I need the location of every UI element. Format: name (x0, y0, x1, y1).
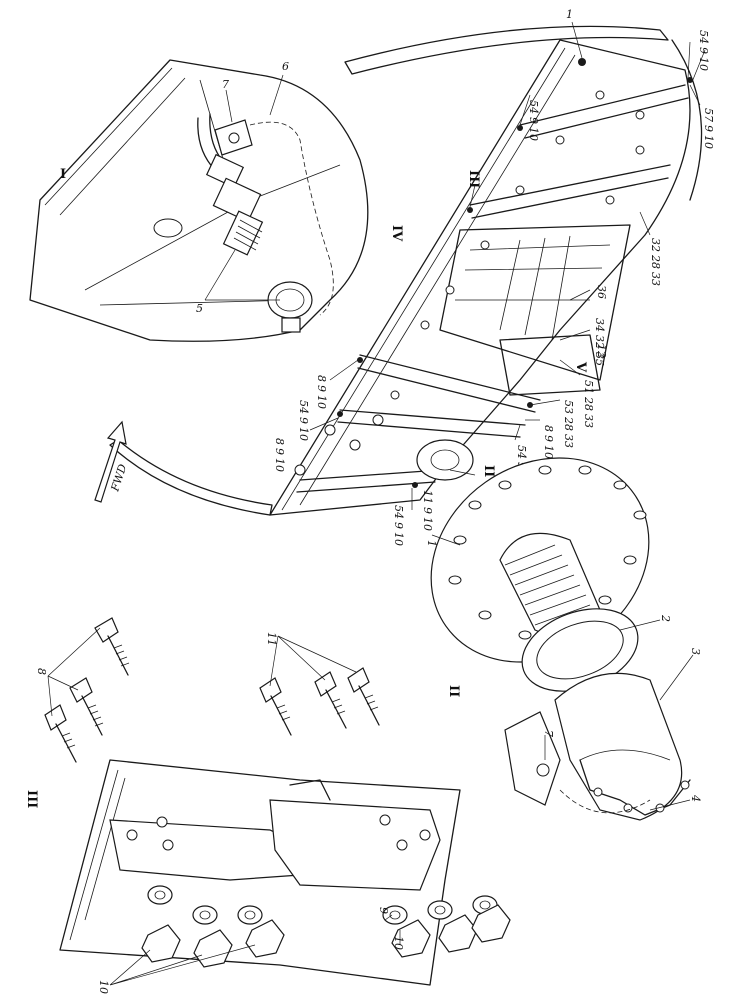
view-i-detail (29, 59, 369, 342)
callout-11: 11 (265, 632, 278, 646)
callout-1-top: 1 (566, 8, 573, 21)
panel-holes (294, 90, 645, 476)
view-label-iv-ref: IV (389, 225, 404, 242)
stack-54-9-10-upper: 54910 (527, 100, 540, 141)
callout-12: 12 (595, 344, 608, 358)
view-label-ii: II (446, 685, 461, 697)
stack-32-28-33: 322833 (649, 238, 662, 286)
stack-53-28-33: 532833 (562, 400, 575, 448)
stack-8-9-10-middle: 8910 (273, 438, 286, 472)
callout-36: 36 (595, 285, 608, 299)
bolts-8 (44, 617, 130, 763)
callout-7-view-ii: 7 (542, 730, 555, 737)
callout-6: 6 (282, 60, 289, 73)
stack-54-9-10-middle: 54910 (297, 400, 310, 441)
bolts-11 (259, 667, 380, 736)
stack-54-9-10-lower: 54910 (392, 505, 405, 546)
callout-9-view-iii: 9 (377, 907, 390, 914)
stack-57-9-10: 57910 (702, 108, 715, 149)
view-ii-hub-exploded (430, 457, 694, 821)
callout-3: 3 (689, 648, 702, 655)
callout-10-view-iii-right: 10 (392, 936, 405, 950)
stack-51-28-33: 512833 (582, 380, 595, 428)
main-frame-assembly (109, 21, 706, 516)
stack-8-9-10-upper: 8910 (315, 375, 328, 409)
callout-8-view-iii: 8 (35, 668, 48, 675)
hub-flange-holes (448, 465, 647, 640)
view-label-v-ref: V (573, 361, 588, 373)
callout-10-view-iii-left: 10 (97, 980, 110, 994)
view-label-iii: III (24, 790, 39, 808)
washers-and-nuts (141, 885, 511, 968)
callout-4: 4 (689, 794, 702, 802)
callout-5: 5 (196, 302, 203, 315)
callout-1-hub: 1 (425, 540, 438, 547)
forward-direction-arrow (94, 420, 127, 503)
stack-11-9-10: 11910 (421, 490, 434, 531)
callout-2: 2 (659, 614, 672, 622)
stack-54-9-10-top-right: 54910 (697, 30, 710, 71)
view-label-i: I (60, 167, 66, 182)
view-iii-bracket-detail (44, 617, 511, 986)
stack-8-9-10-lower-right: 8910 (542, 425, 555, 459)
stack-34-32-35: 343235 (593, 318, 606, 366)
view-label-iii-ref: III (466, 170, 481, 188)
callout-7-view-i: 7 (222, 78, 229, 91)
view-label-ii-ref: II (481, 465, 496, 477)
